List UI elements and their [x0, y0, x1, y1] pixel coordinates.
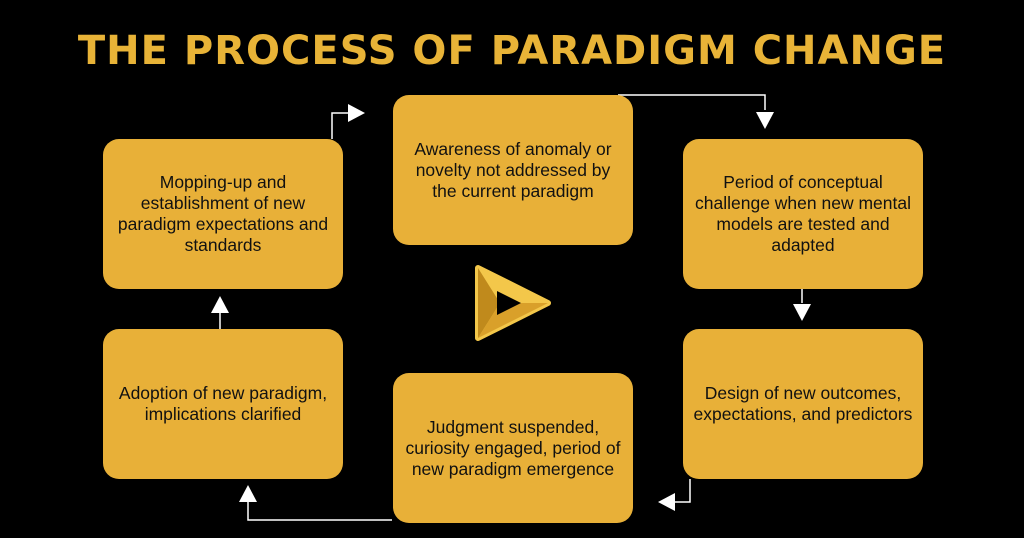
diagram-title: THE PROCESS OF PARADIGM CHANGE — [77, 28, 947, 74]
arrowhead-icon — [211, 296, 229, 313]
arrowhead-icon — [658, 493, 675, 511]
step-text: Awareness of anomaly or novelty not addr… — [414, 138, 612, 201]
step-text: Design of new outcomes, expectations, an… — [693, 383, 913, 424]
step-box-awareness: Awareness of anomaly or novelty not addr… — [393, 95, 633, 245]
connector-arrow-step4-to-step5 — [247, 502, 392, 521]
step-box-adoption: Adoption of new paradigm, implications c… — [103, 329, 343, 479]
connector-arrow-step6-to-step1 — [331, 112, 348, 139]
arrowhead-icon — [239, 485, 257, 502]
connector-arrow-step3-to-step4 — [675, 479, 691, 503]
connector-arrow-step1-to-step2 — [618, 94, 766, 110]
arrowhead-icon — [348, 104, 365, 122]
arrowhead-icon — [756, 112, 774, 129]
arrowhead-icon — [793, 304, 811, 321]
step-box-judgment-suspended: Judgment suspended, curiosity engaged, p… — [393, 373, 633, 523]
step-box-design: Design of new outcomes, expectations, an… — [683, 329, 923, 479]
step-box-mopping-up: Mopping-up and establishment of new para… — [103, 139, 343, 289]
step-text: Mopping-up and establishment of new para… — [117, 172, 329, 255]
step-text: Adoption of new paradigm, implications c… — [118, 383, 328, 424]
step-text: Judgment suspended, curiosity engaged, p… — [405, 416, 621, 479]
step-text: Period of conceptual challenge when new … — [695, 172, 911, 255]
play-logo-icon — [475, 265, 551, 341]
step-box-conceptual-challenge: Period of conceptual challenge when new … — [683, 139, 923, 289]
